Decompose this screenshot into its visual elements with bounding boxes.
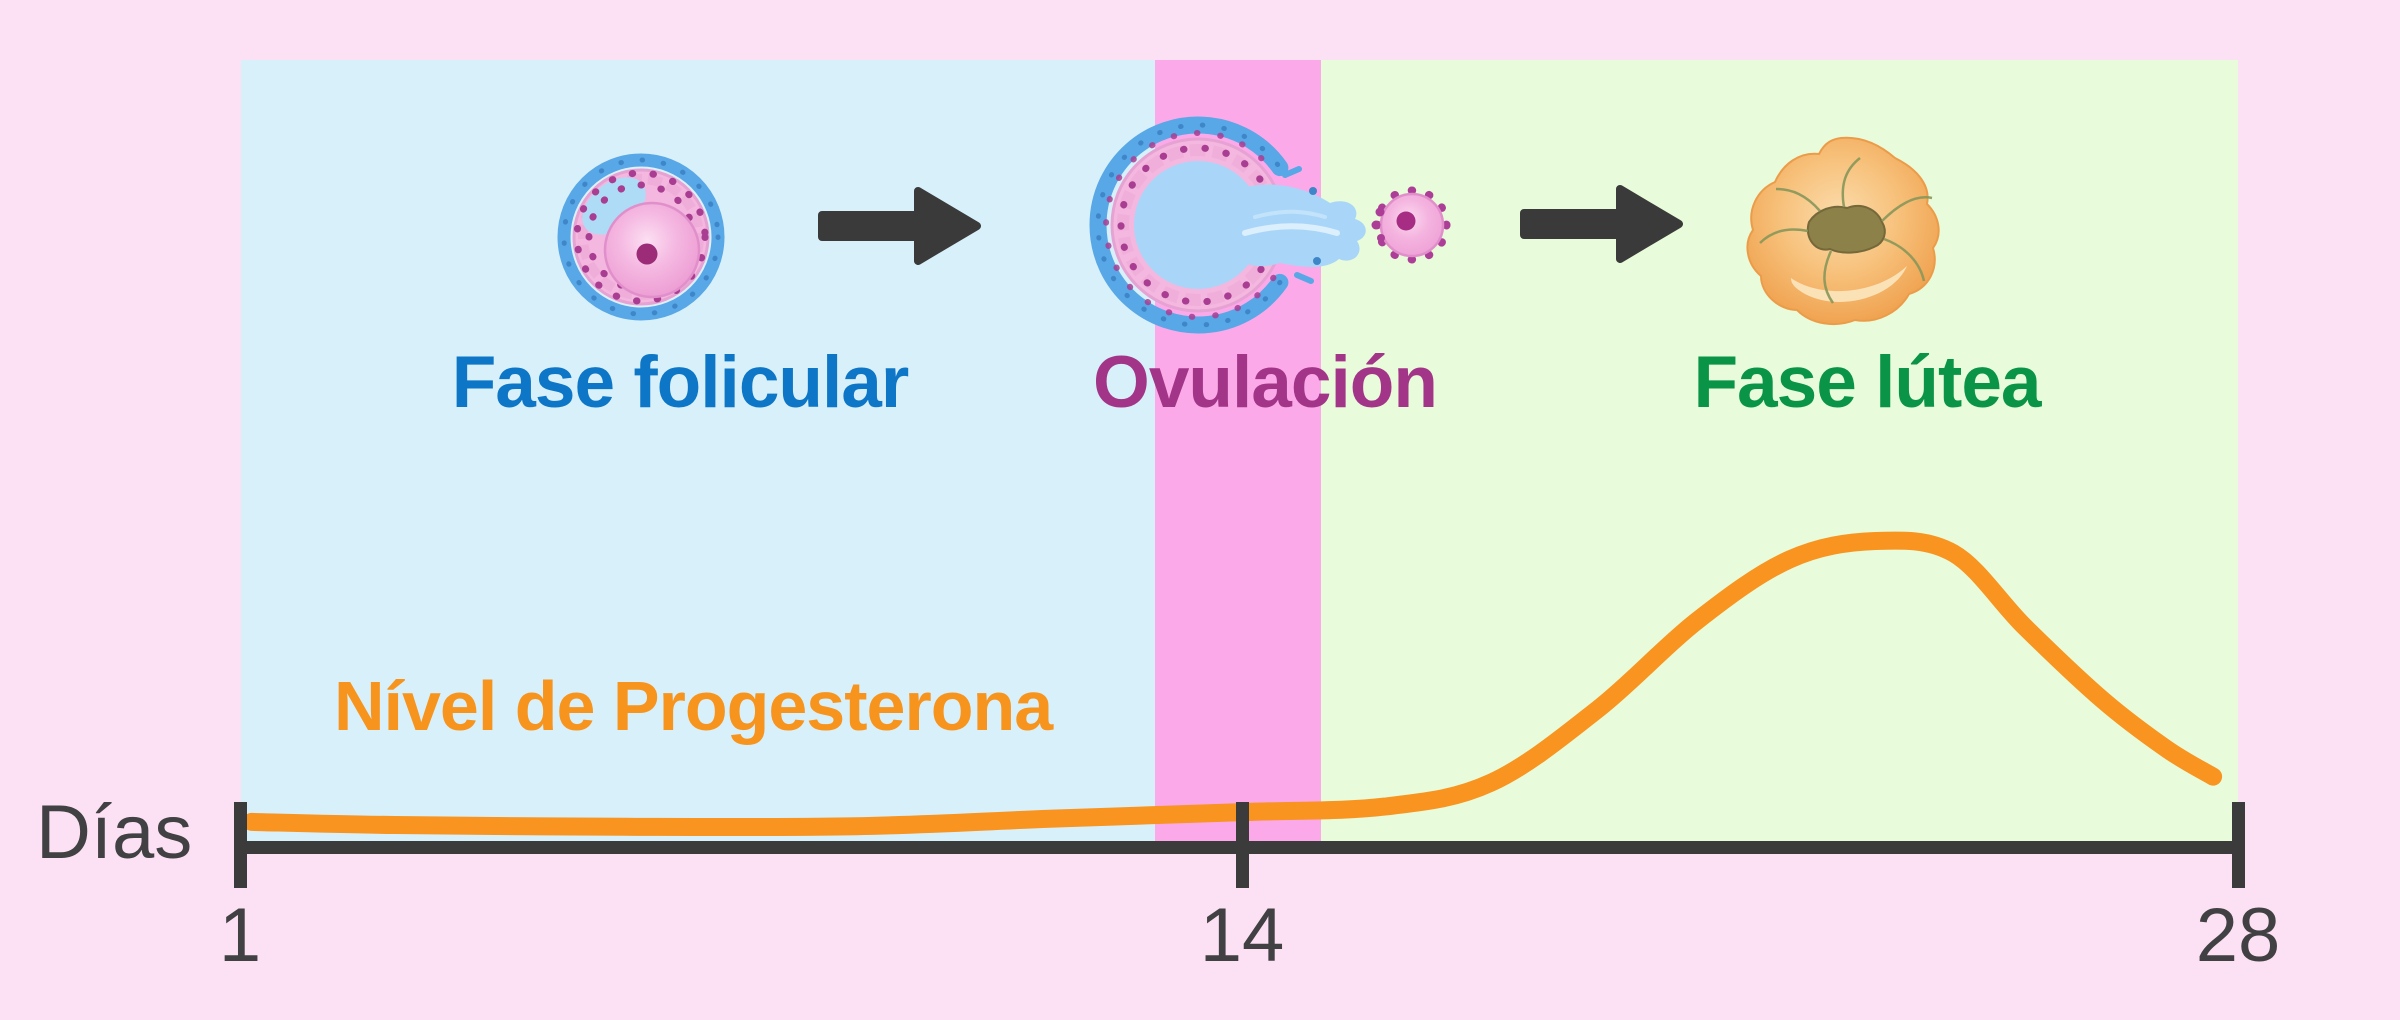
axis-title: Días: [36, 790, 193, 875]
phase-label-follicular: Fase folicular: [451, 342, 910, 423]
phase-label-luteal: Fase lútea: [1693, 342, 2041, 423]
phase-label-ovulation: Ovulación: [1093, 342, 1438, 423]
fold-lines: [1759, 157, 1933, 304]
central-clot: [1806, 204, 1886, 254]
axis-tick-label: 28: [2195, 893, 2281, 978]
arrow-right-icon: [1520, 185, 1683, 263]
ruptured-fragments: [1282, 166, 1314, 284]
egg-nucleus: [1396, 211, 1416, 231]
follicular-fluid: [1134, 161, 1262, 289]
arrow-right-icon: [818, 187, 981, 265]
follicle-icon: [557, 153, 725, 321]
axis-tick-label: 1: [218, 893, 262, 978]
axis-tick-label: 14: [1199, 893, 1285, 978]
corpus-luteum-icon: [1746, 136, 1940, 326]
theca-ring: [1089, 116, 1289, 334]
nucleus: [636, 243, 658, 265]
axis-tick: [2231, 802, 2245, 888]
progesterone-curve-label: Nível de Progesterona: [334, 667, 1053, 745]
ovulation-follicle-icon: [1089, 116, 1451, 334]
axis-tick: [233, 802, 247, 888]
axis-tick: [1235, 802, 1249, 888]
